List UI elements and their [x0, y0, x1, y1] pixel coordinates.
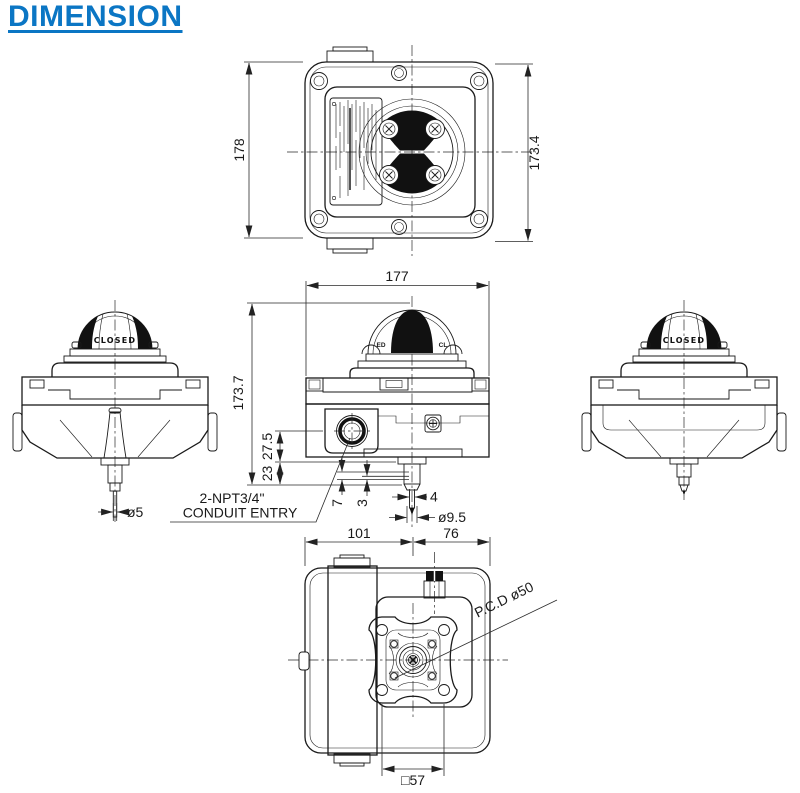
dome-indicator-top: [358, 98, 466, 206]
left-view-dimensions: ø5: [98, 503, 144, 521]
dim-conduit-center: 27.5: [259, 433, 275, 460]
corner-screws: [310, 65, 488, 235]
dim-stem-dia: ø9.5: [438, 509, 466, 525]
callout-line1: 2-NPT3/4": [200, 490, 265, 506]
front-view: ED CL: [170, 268, 490, 527]
output-shaft-right: [669, 457, 699, 496]
right-side-view: CLOSED: [581, 300, 787, 500]
callout-line2: CONDUIT ENTRY: [183, 505, 298, 521]
conduit-entry-callout: 2-NPT3/4" CONDUIT ENTRY: [170, 437, 351, 523]
dome-label-left-view: CLOSED: [94, 336, 137, 345]
mounting-plate: [368, 616, 458, 704]
dome-text-right: CL: [439, 342, 448, 349]
dim-height: 173.7: [230, 375, 246, 410]
bottom-view-dimensions: 101 76 P.C.D ø50 □57: [304, 525, 558, 788]
dim-pcd: P.C.D ø50: [472, 578, 536, 620]
top-tab: [326, 46, 374, 254]
dome-label-right-view: CLOSED: [663, 336, 706, 345]
dim-height-right: 173.4: [526, 135, 542, 170]
dim-width-left: 101: [347, 525, 371, 541]
left-side-view: CLOSED ø5: [12, 300, 218, 522]
dome-screws: [379, 119, 445, 185]
top-view-dimensions: 178 173.4: [231, 61, 542, 242]
conduit-entry-boss: [324, 408, 379, 454]
conduit-nipple: [423, 571, 446, 599]
dome-indicator-right: CLOSED: [640, 311, 728, 350]
dome-indicator-front: ED CL: [361, 309, 463, 355]
dim-shaft-dia: ø5: [127, 504, 144, 520]
dim-width: 177: [385, 268, 409, 284]
dim-bolt-square: □57: [401, 772, 425, 788]
side-screw: [424, 414, 442, 433]
dim-base: 23: [259, 466, 275, 482]
dim-step-b: 3: [354, 499, 370, 507]
top-view: 178 173.4: [231, 45, 542, 256]
dim-width-right: 76: [443, 525, 459, 541]
front-view-dimensions: 177 173.7 27.5 23 7 3 4 ø9.5 2-: [170, 268, 490, 525]
bottom-view: 101 76 P.C.D ø50 □57: [288, 525, 558, 788]
shaft-bottom: [395, 642, 431, 678]
dome-indicator-left: CLOSED: [71, 311, 159, 350]
nameplate-label: [329, 97, 383, 206]
page-title: DIMENSION: [8, 0, 183, 33]
plate-screws: [389, 639, 437, 681]
dim-step-a: 7: [329, 499, 345, 507]
mounting-flange-strip: [327, 554, 378, 767]
dim-height-left: 178: [231, 138, 247, 162]
dome-text-left: ED: [376, 342, 385, 349]
dim-tip-width: 4: [430, 489, 438, 505]
